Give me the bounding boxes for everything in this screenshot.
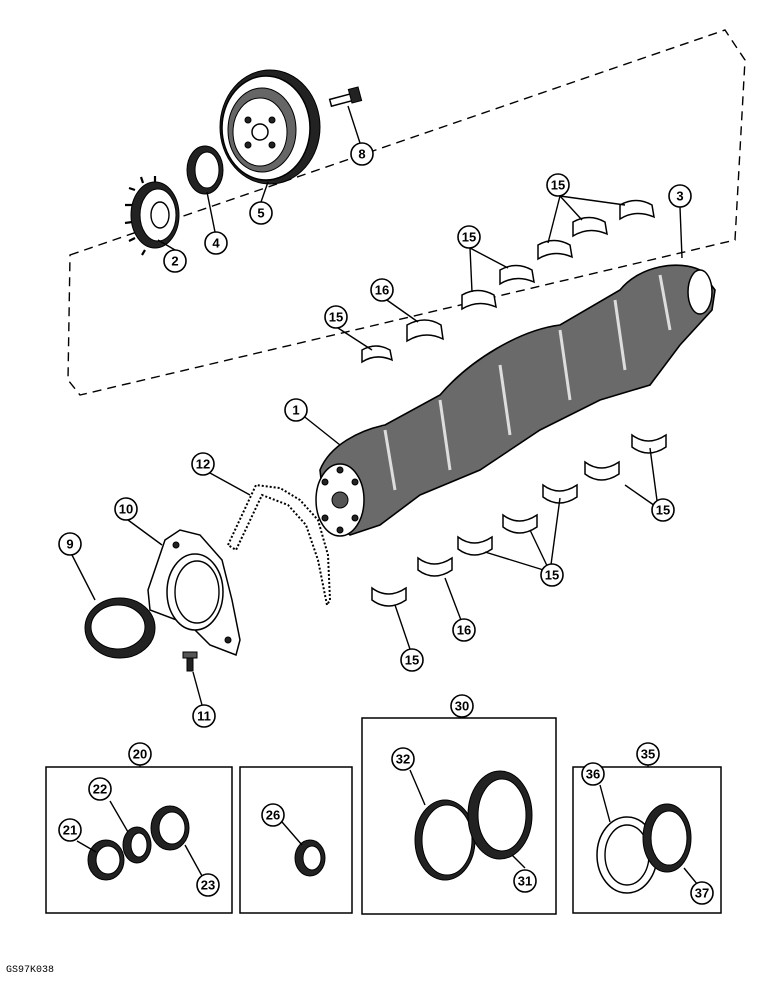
callout-22: 22 [88, 777, 112, 801]
pulley-bolt [328, 86, 363, 108]
callout-3: 3 [668, 184, 692, 208]
callout-15a: 15 [324, 305, 348, 329]
rear-seal [84, 597, 156, 659]
lower-bearing-shells [371, 433, 667, 607]
callout-12: 12 [191, 452, 215, 476]
front-seal-ring [186, 145, 224, 195]
svg-text:31: 31 [518, 874, 532, 889]
svg-text:15: 15 [405, 653, 419, 668]
callout-35: 35 [636, 742, 660, 766]
callout-31: 31 [513, 869, 537, 893]
figure-id: GS97K038 [6, 965, 54, 976]
damper-pulley [219, 69, 321, 185]
svg-text:23: 23 [201, 878, 215, 893]
timing-gear [124, 176, 180, 256]
housing-bolt [182, 651, 198, 672]
callout-1: 1 [284, 398, 308, 422]
svg-text:20: 20 [133, 747, 147, 762]
upper-bearing-shells [361, 199, 655, 364]
svg-text:1: 1 [292, 403, 299, 418]
callout-21: 21 [58, 818, 82, 842]
callout-4: 4 [204, 231, 228, 255]
svg-text:15: 15 [545, 568, 559, 583]
callout-37: 37 [690, 881, 714, 905]
svg-text:12: 12 [196, 457, 210, 472]
callout-15f: 15 [400, 648, 424, 672]
svg-text:9: 9 [66, 537, 73, 552]
kit-26-seal [281, 821, 326, 877]
callout-26: 26 [261, 803, 285, 827]
svg-text:8: 8 [358, 147, 365, 162]
kit-35-seals [596, 784, 703, 894]
callout-8: 8 [350, 142, 374, 166]
callout-10: 10 [114, 497, 138, 521]
svg-text:4: 4 [212, 236, 220, 251]
svg-text:37: 37 [695, 886, 709, 901]
svg-text:15: 15 [656, 503, 670, 518]
svg-text:2: 2 [171, 254, 178, 269]
callout-15b: 15 [457, 225, 481, 249]
kit-box-30 [361, 717, 557, 915]
svg-text:30: 30 [455, 699, 469, 714]
crankshaft [315, 264, 716, 537]
callout-16b: 16 [452, 618, 476, 642]
kit-20-seals [76, 800, 208, 886]
svg-text:22: 22 [93, 782, 107, 797]
callout-11: 11 [192, 704, 216, 728]
rear-gasket [226, 483, 332, 608]
callout-5: 5 [249, 201, 273, 225]
dashed-boundary [67, 29, 746, 396]
svg-text:15: 15 [329, 310, 343, 325]
callout-20: 20 [128, 742, 152, 766]
svg-text:16: 16 [375, 283, 389, 298]
svg-text:36: 36 [586, 767, 600, 782]
callout-23: 23 [196, 873, 220, 897]
kit-boxes [45, 716, 722, 915]
kit-30-seals [409, 769, 533, 881]
svg-text:21: 21 [63, 823, 77, 838]
callout-30: 30 [450, 694, 474, 718]
svg-text:35: 35 [641, 747, 655, 762]
kit-box-20 [45, 766, 233, 914]
svg-text:3: 3 [676, 189, 683, 204]
rear-seal-housing [147, 529, 241, 656]
callout-16a: 16 [370, 278, 394, 302]
svg-text:32: 32 [396, 752, 410, 767]
callout-32: 32 [391, 747, 415, 771]
kit-box-35 [572, 766, 722, 914]
callout-2: 2 [163, 249, 187, 273]
svg-text:15: 15 [462, 230, 476, 245]
callout-15c: 15 [546, 173, 570, 197]
callout-36: 36 [581, 762, 605, 786]
kit-box-26 [239, 766, 353, 914]
svg-text:11: 11 [197, 709, 211, 724]
callout-15d: 15 [651, 498, 675, 522]
callout-15e: 15 [540, 563, 564, 587]
svg-text:10: 10 [119, 502, 133, 517]
callout-9: 9 [58, 532, 82, 556]
svg-text:26: 26 [266, 808, 280, 823]
svg-text:5: 5 [257, 206, 264, 221]
svg-text:16: 16 [457, 623, 471, 638]
svg-text:15: 15 [551, 178, 565, 193]
